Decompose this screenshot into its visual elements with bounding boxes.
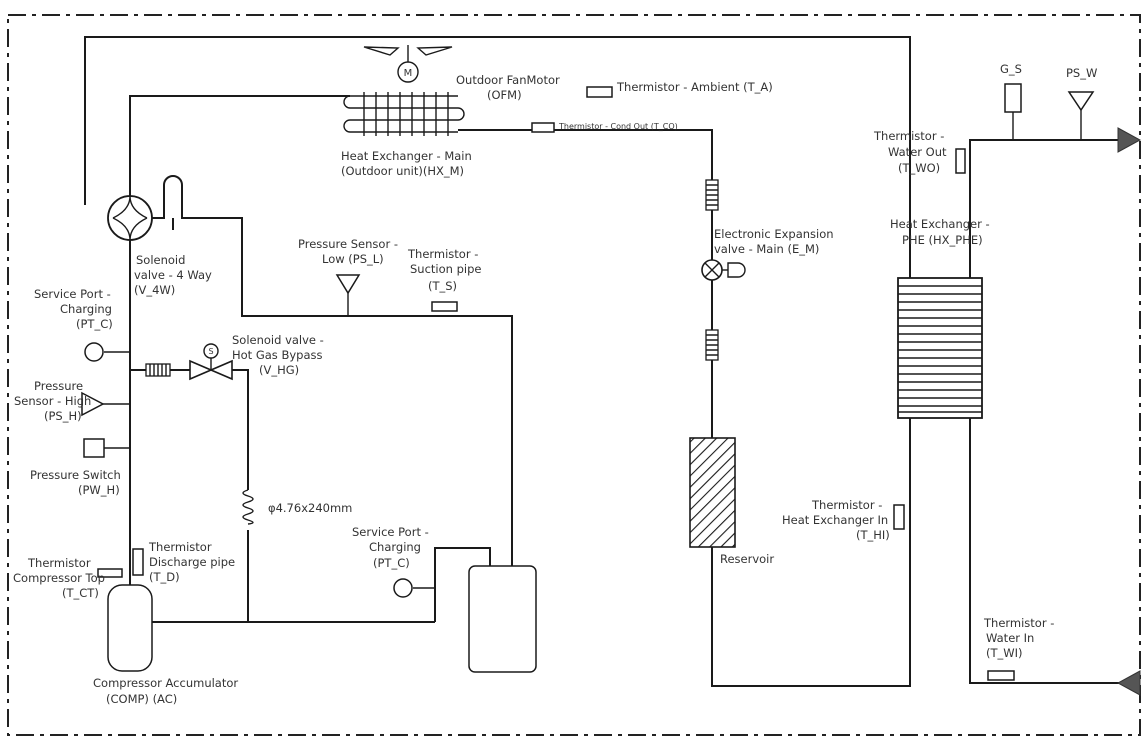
label-reservoir: Reservoir [720,552,774,566]
thermistor-cond-out-icon [531,122,555,133]
heat-exchanger-main-icon [343,92,465,136]
label-pressure-switch: (PW_H) [78,483,120,497]
water-inlet-arrow-icon [1116,670,1141,696]
label-four-way-valve: valve - 4 Way [134,268,212,282]
label-thermistor-water-out: Water Out [888,145,947,159]
label-thermistor-hx-in: (T_HI) [856,528,890,542]
label-ps-w: PS_W [1066,66,1097,80]
label-thermistor-cond-out: Thermistor - Cond Out (T_CO) [558,122,678,131]
plate-heat-exchanger-icon [897,277,983,419]
pressure-sensor-high-icon [81,391,105,417]
label-thermistor-suction: Thermistor - [407,247,478,261]
label-hx-main: (Outdoor unit)(HX_M) [341,164,464,178]
label-ofm: (OFM) [487,88,522,102]
refrigerant-piping [84,36,1120,687]
thermistor-ambient-icon [586,86,613,98]
label-thermistor-hx-in: Thermistor - [811,498,882,512]
label-thermistor-discharge: Discharge pipe [149,555,235,569]
outdoor-fan-icon: M [363,45,453,83]
service-port-icon [84,342,104,362]
thermistor-discharge-icon [132,548,144,576]
label-pressure-switch: Pressure Switch [30,468,121,482]
pressure-sensor-low-icon [335,274,361,295]
label-pressure-sensor-high: Sensor - High [14,394,91,408]
label-thermistor-water-in: (T_WI) [986,646,1023,660]
accumulator-icon [468,565,537,673]
label-hot-gas-bypass: Solenoid valve - [232,333,324,347]
label-thermistor-compressor-top: (T_CT) [62,586,99,600]
label-hot-gas-bypass: Hot Gas Bypass [232,348,322,362]
label-service-port-1: (PT_C) [76,317,113,331]
thermistor-compressor-top-icon [97,568,123,578]
label-thermistor-discharge: (T_D) [149,570,180,584]
label-thermistor-compressor-top: Compressor Top [13,571,105,585]
water-outlet-arrow-icon [1117,127,1142,153]
label-pressure-sensor-high: Pressure [34,379,83,393]
label-service-port-1: Service Port - [34,287,111,301]
label-pressure-sensor-low: Pressure Sensor - [298,237,398,251]
label-thermistor-water-in: Thermistor - [983,616,1054,630]
label-compressor-accumulator: Compressor Accumulator [93,676,238,690]
label-thermistor-discharge: Thermistor [148,540,212,554]
label-hx-main: Heat Exchanger - Main [341,149,472,163]
label-thermistor-suction: Suction pipe [410,262,481,276]
label-compressor-accumulator: (COMP) (AC) [106,692,177,706]
label-service-port-2: Service Port - [352,525,429,539]
label-service-port-2: (PT_C) [373,556,410,570]
label-g-s: G_S [1000,62,1022,76]
thermistor-water-out-icon [955,148,966,174]
pressure-sensor-water-icon [1067,91,1095,112]
label-expansion-valve: Electronic Expansion [714,227,834,241]
label-thermistor-water-in: Water In [986,631,1034,645]
capillary-tube-icon [242,489,254,525]
four-way-valve-icon [107,195,153,241]
service-port-icon [393,578,413,598]
hot-gas-bypass-valve-icon: S [189,343,233,381]
thermistor-suction-icon [431,301,458,312]
reservoir-icon [689,437,736,548]
thermistor-heat-exchanger-in-icon [893,504,905,530]
label-hx-phe: Heat Exchanger - [890,217,990,231]
unit-boundary [7,14,1141,736]
solenoid-symbol: S [208,347,213,356]
label-thermistor-compressor-top: Thermistor [27,556,91,570]
electronic-expansion-valve-icon [701,259,746,281]
label-pressure-sensor-low: Low (PS_L) [322,252,384,266]
label-thermistor-ambient: Thermistor - Ambient (T_A) [616,80,773,94]
thermistor-water-in-icon [987,670,1015,681]
component-labels: Outdoor FanMotor (OFM) Thermistor - Ambi… [13,62,1097,706]
label-expansion-valve: valve - Main (E_M) [714,242,819,256]
label-hx-phe: PHE (HX_PHE) [902,233,983,247]
label-service-port-2: Charging [369,540,421,554]
label-four-way-valve: Solenoid [136,253,185,267]
fan-motor-symbol: M [404,68,413,79]
label-pressure-sensor-high: (PS_H) [44,409,82,423]
label-service-port-1: Charging [60,302,112,316]
label-ofm: Outdoor FanMotor [456,73,560,87]
pressure-switch-icon [83,438,105,458]
label-capillary: φ4.76x240mm [268,501,352,515]
label-hot-gas-bypass: (V_HG) [259,363,299,377]
flow-switch-icon [1004,83,1022,113]
compressor-icon [107,584,153,672]
label-thermistor-suction: (T_S) [428,279,457,293]
label-thermistor-hx-in: Heat Exchanger In [782,513,888,527]
label-thermistor-water-out: Thermistor - [873,129,944,143]
label-four-way-valve: (V_4W) [134,283,175,297]
label-thermistor-water-out: (T_WO) [898,161,940,175]
